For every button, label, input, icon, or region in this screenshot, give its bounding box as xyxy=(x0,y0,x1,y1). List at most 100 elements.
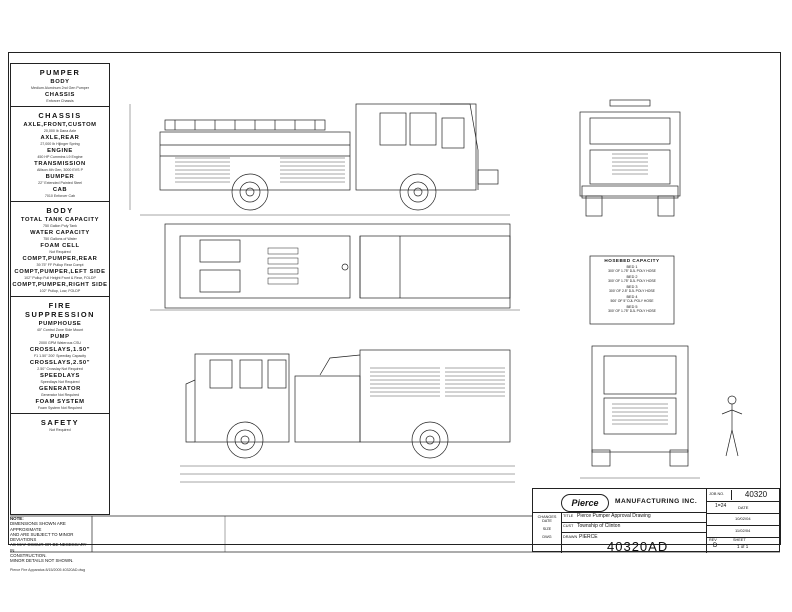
fire-suppression-item-label: PUMP xyxy=(50,334,70,340)
job-value: 40320 xyxy=(731,490,780,500)
company-logo: Pierce xyxy=(561,494,609,512)
body-item-label: TOTAL TANK CAPACITY xyxy=(20,217,100,223)
notes-line: AS MAY OCCUR OR BE NECESSARY IN xyxy=(10,542,87,553)
dwg-label: DWG xyxy=(542,535,552,539)
fire-suppression-item-label: FOAM SYSTEM xyxy=(35,399,85,405)
title-label: TITLE xyxy=(563,514,574,518)
drawing-border xyxy=(8,52,781,545)
chassis-item-value: 7010 Enforcer Cab xyxy=(44,194,76,198)
job-label: JOB NO. xyxy=(709,492,725,496)
hosebed-bed-label: BED 5 xyxy=(626,305,638,309)
fire-suppression-item-label: SPEEDLAYS xyxy=(40,373,80,379)
drawn-label: DRAWN xyxy=(563,535,578,539)
hosebed-bed-value: 300' OF 1.75" DJL POLY HOSE xyxy=(608,309,656,313)
left-side-view xyxy=(129,103,510,216)
chassis-item-value: 22" Extended Painted Steel xyxy=(38,181,82,185)
pumper-title: PUMPER xyxy=(39,68,81,77)
scale-value: 1=24 xyxy=(715,503,727,509)
body-item-label: COMPT,PUMPER,LEFT SIDE xyxy=(14,269,106,275)
front-view xyxy=(579,99,681,217)
fire-suppression-item-label: PUMPHOUSE xyxy=(38,321,82,327)
fire-suppression-item-value: 2000 GPM Waterous CSU xyxy=(38,341,81,345)
notes-title: NOTE: xyxy=(10,516,24,521)
chassis-item-label: CAB xyxy=(52,187,68,193)
pumper-section: PUMPER BODY Medium Aluminum 2nd Gen Pump… xyxy=(11,64,109,107)
body-item-value: 102" Pullup Full Height Front & Rear, FO… xyxy=(24,276,96,280)
changes-label: CHANGES xyxy=(537,515,557,519)
date-header: DATE xyxy=(738,505,749,510)
dwg-number: 40320AD xyxy=(607,539,669,554)
fire-suppression-item-value: Foam System Not Required xyxy=(37,406,83,410)
company-name: MANUFACTURING INC. xyxy=(615,498,698,505)
chassis-value: Enforcer Chassis xyxy=(46,99,74,103)
fire-suppression-item-value: 2.50" Crosslay Not Required xyxy=(37,367,83,371)
fire-suppression-item-label: CROSSLAYS,1.50" xyxy=(29,347,91,353)
body-item-value: 39.75" FF Pullup Rear Compt xyxy=(36,263,84,267)
chassis-item-value: 20,000 lb Dana Axle xyxy=(43,129,77,133)
notes-line: CONSTRUCTION. xyxy=(10,553,47,559)
hosebed-bed-label: BED 1 xyxy=(626,265,638,269)
chassis-item-label: ENGINE xyxy=(47,148,73,154)
title-value: Pierce Pumper Approval Drawing xyxy=(577,513,651,519)
safety-title: SAFETY xyxy=(40,418,80,427)
hosebed-title: HOSEBED CAPACITY xyxy=(604,258,660,263)
body-value: Medium Aluminum 2nd Gen Pumper xyxy=(31,86,89,90)
fire-suppression-title: FIRE SUPPRESSION xyxy=(25,301,95,319)
fire-suppression-item-label: CROSSLAYS,2.50" xyxy=(29,360,91,366)
body-item-value: 750 Gallon Poly Tank xyxy=(43,224,77,228)
body-item-label: COMPT,PUMPER,RIGHT SIDE xyxy=(12,282,108,288)
chassis-item-value: Allison 4th Gen, 3000 EVS P xyxy=(37,168,83,172)
notes-line: MINOR DETAILS NOT SHOWN. xyxy=(10,558,74,564)
notes-line: DIMENSIONS SHOWN ARE APPROXIMATE xyxy=(10,521,66,532)
sheet-value: 1 of 1 xyxy=(737,544,749,549)
sheet-label: SHEET xyxy=(733,538,746,542)
body-item-value: 750 Gallons of Water xyxy=(43,237,77,241)
safety-section: SAFETY Not Required xyxy=(11,414,109,435)
spec-sheet: PUMPER BODY Medium Aluminum 2nd Gen Pump… xyxy=(10,63,110,515)
scale-figure-icon xyxy=(721,395,743,457)
notes-line: AND ARE SUBJECT TO MINOR DEVIATIONS xyxy=(10,531,74,543)
rev-value: D xyxy=(713,543,718,549)
body-title: BODY xyxy=(46,206,74,215)
chassis-item-label: TRANSMISSION xyxy=(34,161,86,167)
drawn-value: PIERCE xyxy=(579,534,598,540)
hosebed-bed-value: 300' OF 1.75" DJL POLY HOSE xyxy=(608,269,656,273)
hosebed-box xyxy=(589,255,675,325)
fire-suppression-item-value: 40" Control Zone Side Mount xyxy=(36,328,84,332)
fire-suppression-item-value: F1 1.50" 200' Speedlay Capacity xyxy=(33,354,87,358)
chassis-label: CHASSIS xyxy=(45,92,75,98)
body-item-value: 102" Pullup, Low, FOLDP xyxy=(39,289,81,293)
body-item-value: Not Required xyxy=(49,250,71,254)
body-item-label: WATER CAPACITY xyxy=(30,230,90,236)
body-label: BODY xyxy=(50,79,70,85)
hosebed-bed-value: 300' OF 1.75" DJL POLY HOSE xyxy=(608,279,656,283)
footer-text: Pierce Fire Apparatus 8/15/2005 40320AD.… xyxy=(10,568,86,572)
chassis-item-label: AXLE,FRONT,CUSTOM xyxy=(23,122,97,128)
chassis-item-value: 450 HP Cummins L9 Engine xyxy=(37,155,83,159)
customer-label: CUST xyxy=(563,524,574,528)
date-label: DATE xyxy=(542,519,552,523)
rear-view xyxy=(580,345,700,479)
size-label: SIZE xyxy=(542,527,552,531)
fire-suppression-item-label: GENERATOR xyxy=(39,386,81,392)
rev-label: REV xyxy=(709,538,717,542)
top-view xyxy=(150,223,520,311)
bth-date: 10/02/04 xyxy=(735,516,751,521)
hosebed-bed-label: BED 3 xyxy=(626,285,638,289)
hosebed-bed-value: 500' OF 5" DJL POLY HOSE xyxy=(610,299,654,303)
fire-suppression-item-value: Generator Not Required xyxy=(40,393,80,397)
chassis-item-label: AXLE,REAR xyxy=(40,135,80,141)
body-item-label: FOAM CELL xyxy=(40,243,80,249)
hosebed-bed-label: BED 2 xyxy=(626,275,638,279)
hosebed-bed-value: 300' OF 2.5" DJL POLY HOSE xyxy=(609,289,655,293)
